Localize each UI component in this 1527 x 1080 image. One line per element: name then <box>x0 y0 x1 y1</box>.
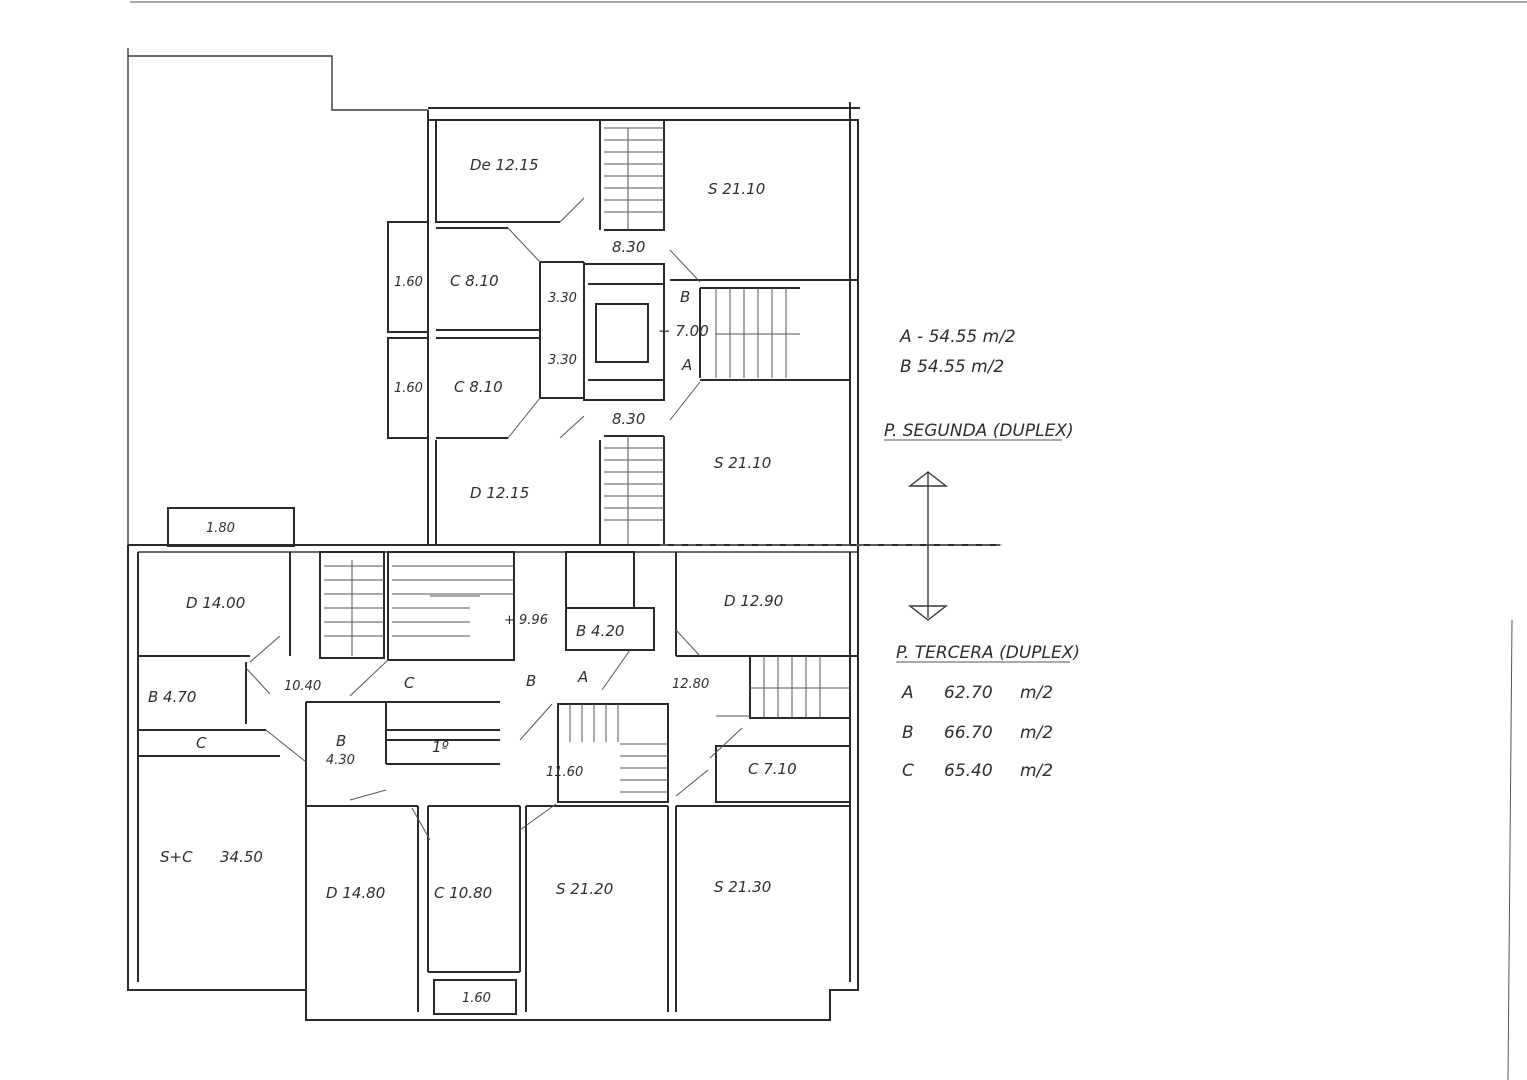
room-label: B 4.20 <box>576 622 624 640</box>
room-label: B <box>680 288 690 306</box>
room-label: 34.50 <box>220 848 263 866</box>
room-label: A <box>681 356 692 374</box>
lower-floor-walls <box>127 507 1000 1021</box>
room-label: D 14.00 <box>186 594 245 612</box>
room-label: + 7.00 <box>658 322 709 340</box>
room-label: S 21.20 <box>556 880 613 898</box>
legend-lower-b-unit: m/2 <box>1020 723 1053 743</box>
legend-lower-b-key: B <box>902 723 914 743</box>
legend-upper-line-b: B 54.55 m/2 <box>900 357 1004 377</box>
sheet-right-edge <box>1507 619 1513 1080</box>
room-label: 1.80 <box>206 521 235 536</box>
legend-lower-c-unit: m/2 <box>1020 761 1053 781</box>
legend-upper-line-a: A - 54.55 m/2 <box>899 327 1016 347</box>
room-label: S 21.10 <box>708 180 765 198</box>
double-arrow-icon <box>907 471 949 621</box>
legend-lower: P. TERCERA (DUPLEX) A 62.70 m/2 B 66.70 … <box>896 643 1080 781</box>
legend-lower-a-key: A <box>901 683 914 703</box>
room-label: 1.60 <box>394 381 423 396</box>
room-label: C <box>404 674 415 692</box>
legend-lower-b-value: 66.70 <box>944 723 993 743</box>
room-label: 8.30 <box>612 410 645 428</box>
room-label: S 21.10 <box>714 454 771 472</box>
room-label: C 8.10 <box>454 378 503 396</box>
room-label: B <box>336 732 346 750</box>
room-label: D 14.80 <box>326 884 385 902</box>
legend-lower-c-key: C <box>902 761 914 781</box>
legend-lower-a-unit: m/2 <box>1020 683 1053 703</box>
room-label: S 21.30 <box>714 878 771 896</box>
room-label: C 10.80 <box>434 884 492 902</box>
legend-upper: A - 54.55 m/2 B 54.55 m/2 P. SEGUNDA (DU… <box>884 327 1074 441</box>
room-label: 11.60 <box>546 765 583 780</box>
room-label: C 7.10 <box>748 760 797 778</box>
legend-upper-title: P. SEGUNDA (DUPLEX) <box>884 421 1074 441</box>
room-label: S+C <box>160 848 193 866</box>
room-label: C <box>196 734 207 752</box>
upper-floor-walls <box>127 48 860 545</box>
room-label: A <box>577 668 588 686</box>
room-label: 3.30 <box>548 291 577 306</box>
room-label: B <box>526 672 536 690</box>
room-label: 8.30 <box>612 238 645 256</box>
legend-lower-title: P. TERCERA (DUPLEX) <box>896 643 1080 663</box>
room-label: 12.80 <box>672 677 709 692</box>
room-label: 3.30 <box>548 353 577 368</box>
room-label: + 9.96 <box>504 613 548 628</box>
room-label: 1.60 <box>462 991 491 1006</box>
room-label: 10.40 <box>284 679 321 694</box>
room-label: 1º <box>432 738 449 756</box>
room-label: B 4.70 <box>148 688 196 706</box>
room-label: 1.60 <box>394 275 423 290</box>
room-label: 4.30 <box>326 753 355 768</box>
room-label: D 12.90 <box>724 592 783 610</box>
legend-lower-c-value: 65.40 <box>944 761 993 781</box>
room-label: D 12.15 <box>470 484 529 502</box>
legend-lower-a-value: 62.70 <box>944 683 993 703</box>
room-labels: De 12.15 S 21.10 1.60 C 8.10 8.30 3.30 B… <box>148 156 797 1006</box>
room-label: C 8.10 <box>450 272 499 290</box>
room-label: De 12.15 <box>470 156 539 174</box>
